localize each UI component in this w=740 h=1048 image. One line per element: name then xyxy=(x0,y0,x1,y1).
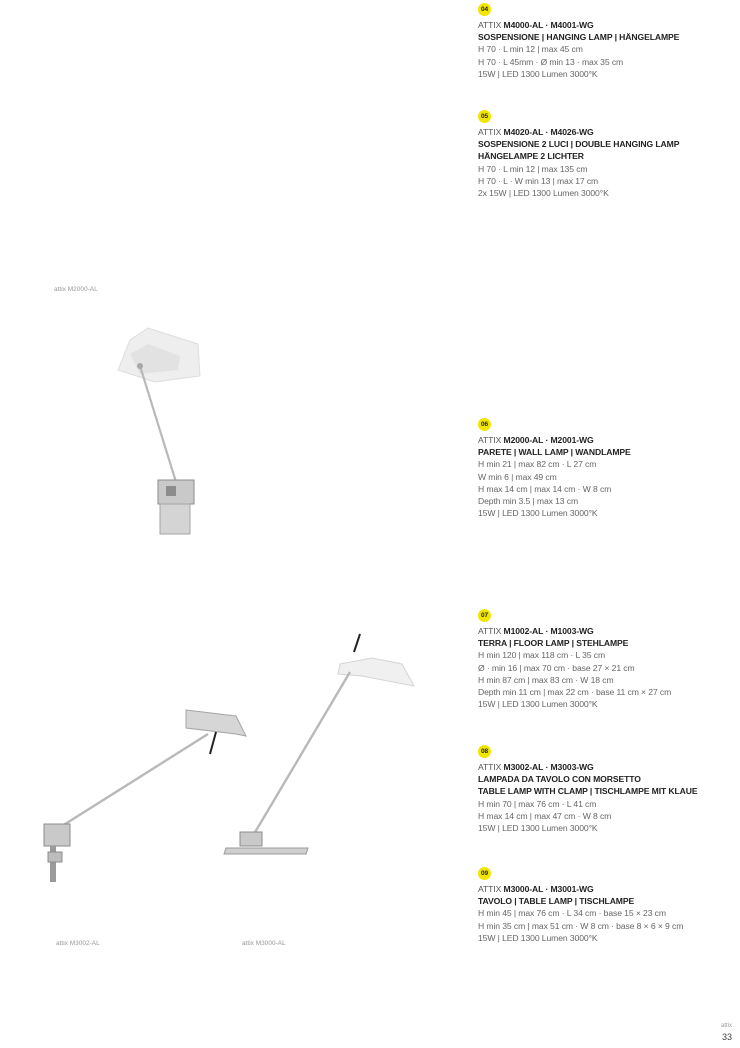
clamp-lamp-image xyxy=(43,709,247,882)
product-number-badge: 04 xyxy=(478,3,491,16)
product-title: TERRA | FLOOR LAMP | STEHLAMPE xyxy=(478,638,629,649)
product-code: ATTIX M4000-AL · M4001-WG xyxy=(478,20,594,30)
product-detail: H min 21 | max 82 cm · L 27 cm xyxy=(478,459,597,470)
image-caption: attix M3000-AL xyxy=(242,940,286,947)
product-code: ATTIX M3000-AL · M3001-WG xyxy=(478,884,594,894)
product-number-badge: 09 xyxy=(478,867,491,880)
product-detail: 15W | LED 1300 Lumen 3000°K xyxy=(478,68,598,79)
product-title: LAMPADA DA TAVOLO CON MORSETTO xyxy=(478,774,641,785)
product-number-badge: 07 xyxy=(478,609,491,622)
product-spec-09: 09 ATTIX M3000-AL · M3001-WG TAVOLO | TA… xyxy=(478,866,736,944)
page-number: attix 33 xyxy=(721,1021,732,1043)
product-spec-08: 08 ATTIX M3002-AL · M3003-WG LAMPADA DA … xyxy=(478,744,736,834)
page-label: attix xyxy=(720,1023,732,1029)
image-caption: attix M3002-AL xyxy=(56,940,100,947)
table-lamp-image xyxy=(223,633,415,855)
product-title: PARETE | WALL LAMP | WANDLAMPE xyxy=(478,447,631,458)
product-spec-06: 06 ATTIX M2000-AL · M2001-WG PARETE | WA… xyxy=(478,417,736,519)
product-detail: H min 87 cm | max 83 cm · W 18 cm xyxy=(478,674,614,685)
product-code: ATTIX M4020-AL · M4026-WG xyxy=(478,127,594,137)
product-number-badge: 08 xyxy=(478,745,491,758)
product-spec-05: 05 ATTIX M4020-AL · M4026-WG SOSPENSIONE… xyxy=(478,109,736,199)
product-detail: 15W | LED 1300 Lumen 3000°K xyxy=(478,508,598,519)
product-detail: 15W | LED 1300 Lumen 3000°K xyxy=(478,932,598,943)
product-detail: H max 14 cm | max 47 cm · W 8 cm xyxy=(478,810,612,821)
product-code: ATTIX M2000-AL · M2001-WG xyxy=(478,435,594,445)
product-detail: H min 45 | max 76 cm · L 34 cm · base 15… xyxy=(478,908,666,919)
page-number-value: 33 xyxy=(721,1032,732,1042)
product-code: ATTIX M3002-AL · M3003-WG xyxy=(478,762,594,772)
product-title: SOSPENSIONE | HANGING LAMP | HÄNGELAMPE xyxy=(478,32,680,43)
product-detail: H 70 · L min 12 | max 45 cm xyxy=(478,44,583,55)
product-detail: W min 6 | max 49 cm xyxy=(478,471,557,482)
product-detail: 2x 15W | LED 1300 Lumen 3000°K xyxy=(478,188,609,199)
image-caption: attix M2000-AL xyxy=(54,286,98,293)
product-title: SOSPENSIONE 2 LUCI | DOUBLE HANGING LAMP xyxy=(478,139,680,150)
wall-lamp-image xyxy=(117,327,201,535)
product-code: ATTIX M1002-AL · M1003-WG xyxy=(478,626,594,636)
product-title: HÄNGELAMPE 2 LICHTER xyxy=(478,151,584,162)
product-detail: 15W | LED 1300 Lumen 3000°K xyxy=(478,823,598,834)
product-detail: H 70 · L 45mm · Ø min 13 · max 35 cm xyxy=(478,56,624,67)
product-detail: H max 14 cm | max 14 cm · W 8 cm xyxy=(478,483,612,494)
product-detail: Depth min 11 cm | max 22 cm · base 11 cm… xyxy=(478,687,672,698)
product-title: TAVOLO | TABLE LAMP | TISCHLAMPE xyxy=(478,896,635,907)
product-detail: H min 35 cm | max 51 cm · W 8 cm · base … xyxy=(478,920,684,931)
product-detail: H min 120 | max 118 cm · L 35 cm xyxy=(478,650,606,661)
product-detail: 15W | LED 1300 Lumen 3000°K xyxy=(478,699,598,710)
product-detail: H 70 · L · W min 13 | max 17 cm xyxy=(478,175,599,186)
product-number-badge: 05 xyxy=(478,110,491,123)
product-detail: Ø · min 16 | max 70 cm · base 27 × 21 cm xyxy=(478,662,635,673)
product-detail: H 70 · L min 12 | max 135 cm xyxy=(478,163,588,174)
product-spec-04: 04 ATTIX M4000-AL · M4001-WG SOSPENSIONE… xyxy=(478,2,736,80)
product-detail: Depth min 3.5 | max 13 cm xyxy=(478,496,579,507)
product-title: TABLE LAMP WITH CLAMP | TISCHLAMPE MIT K… xyxy=(478,786,698,797)
product-number-badge: 06 xyxy=(478,418,491,431)
product-detail: H min 70 | max 76 cm · L 41 cm xyxy=(478,798,597,809)
product-spec-07: 07 ATTIX M1002-AL · M1003-WG TERRA | FLO… xyxy=(478,608,736,710)
